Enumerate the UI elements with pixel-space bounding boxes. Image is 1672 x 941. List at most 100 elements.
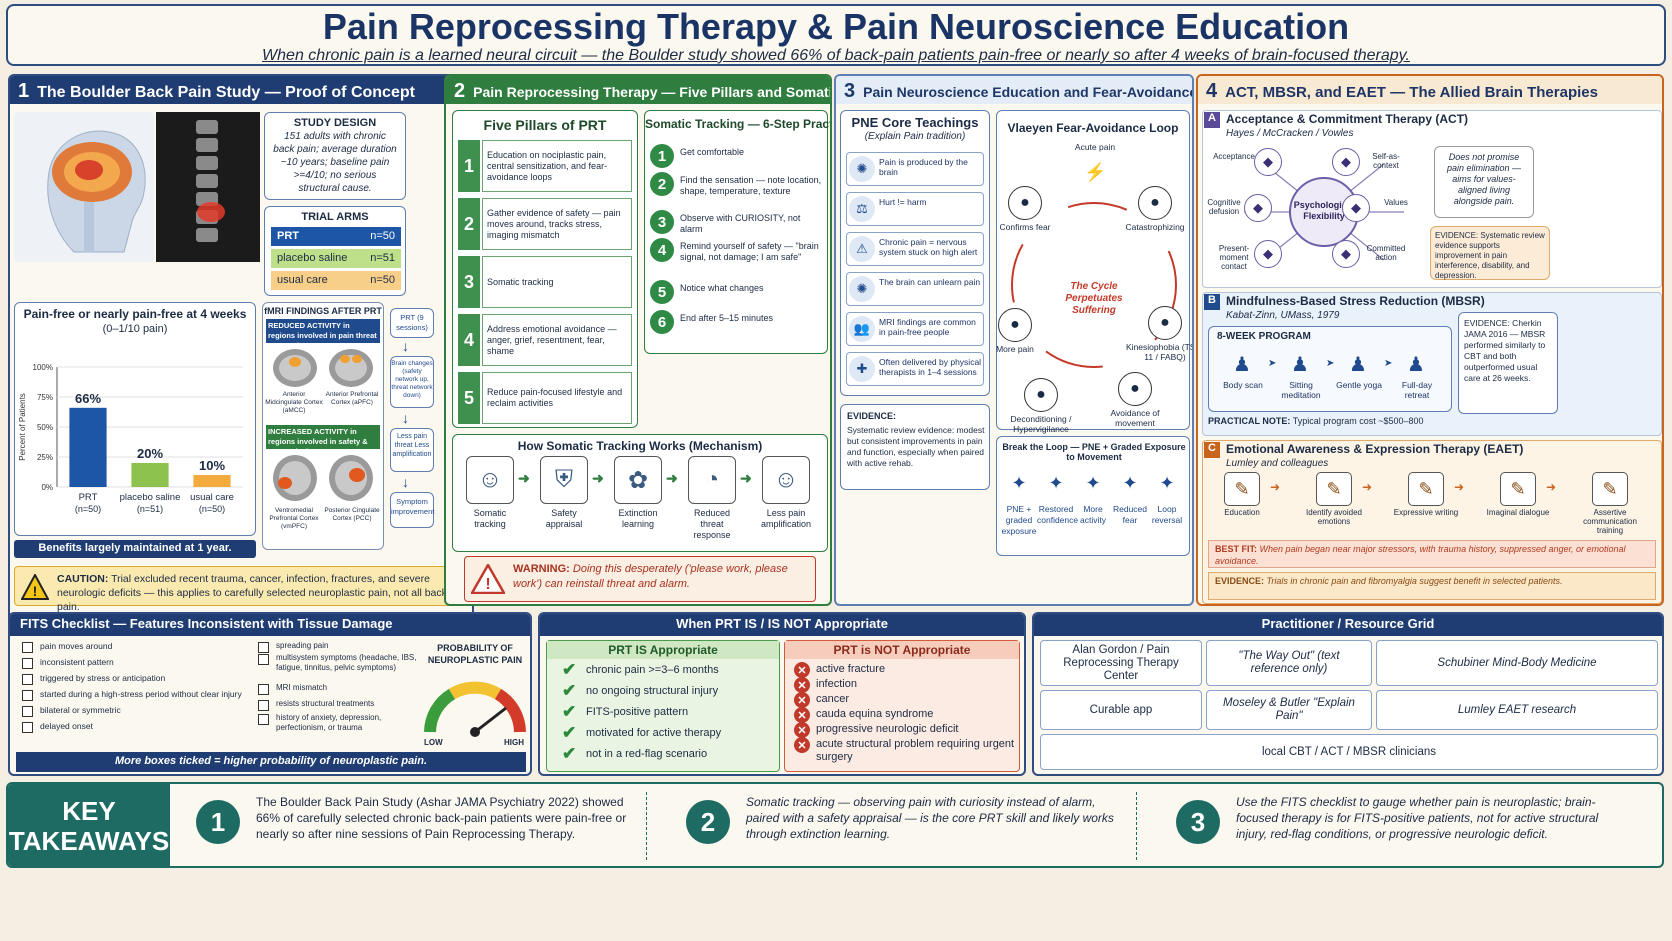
eaet-step-label: Imaginal dialogue <box>1486 508 1550 517</box>
y-tick-label: 100% <box>33 363 53 372</box>
arrow-right-icon: ➜ <box>592 470 604 486</box>
x-tick-n: (n=51) <box>137 504 163 514</box>
meditation-icon: ♟ <box>1349 353 1367 376</box>
checkbox <box>22 674 33 685</box>
core-teaching-item: ✺The brain can unlearn pain <box>846 272 984 306</box>
core-teaching-item: ⚖Hurt != harm <box>846 192 984 226</box>
fits-item-label: started during a high-stress period with… <box>40 689 242 699</box>
loop-label: Acute pain <box>1074 142 1116 152</box>
lightning-icon: ⚡ <box>1084 162 1107 182</box>
key-label: KEY TAKEAWAYS <box>8 784 170 866</box>
meditation-icon: ♟ <box>1407 353 1425 376</box>
break-label: Restored confidence <box>1037 504 1079 525</box>
break-label: Loop reversal <box>1151 504 1183 525</box>
eaet-title: Emotional Awareness & Expression Therapy… <box>1226 442 1524 456</box>
break-label: Reduced fear <box>1112 504 1148 525</box>
loop-label: Catastrophizing <box>1125 222 1185 232</box>
brain-scan-apfc <box>327 347 375 389</box>
fits-item-label: MRI mismatch <box>276 683 328 692</box>
core-teaching-text: Often delivered by physical therapists i… <box>879 357 982 377</box>
step-text: Observe with CURIOSITY, not alarm <box>680 213 801 234</box>
step-number: 2 <box>650 172 674 196</box>
break-loop-box: Break the Loop — PNE + Graded Exposure t… <box>996 436 1190 556</box>
eaet-step-label: Identify avoided emotions <box>1305 508 1363 526</box>
mechanism-title: How Somatic Tracking Works (Mechanism) <box>517 439 763 453</box>
act-node-icon: ◆ <box>1254 240 1282 268</box>
act-node-label: Self-as-context <box>1372 152 1400 170</box>
not-item-label: cauda equina syndrome <box>816 708 934 720</box>
exercise-icon: ✦ <box>1011 472 1027 493</box>
x-tick-label: usual care <box>190 492 234 503</box>
resource-cell: Lumley EAET research <box>1376 690 1658 730</box>
brain-scan-vmpfc <box>271 453 319 503</box>
study-design-title: STUDY DESIGN <box>293 117 377 129</box>
core-teaching-text: Pain is produced by the brain <box>879 157 968 177</box>
arrow-right-icon: ➜ <box>666 470 678 486</box>
divider <box>646 792 647 860</box>
steps-title: Somatic Tracking — 6-Step Practice <box>645 117 832 131</box>
act-node-icon: ◆ <box>1332 240 1360 268</box>
loop-arrows <box>1011 202 1177 368</box>
resource-cell: Alan Gordon / Pain Reprocessing Therapy … <box>1040 640 1202 686</box>
is-item-label: chronic pain >=3–6 months <box>586 664 719 676</box>
pillar-text: Somatic tracking <box>482 256 632 308</box>
mechanism-label: Reduced threat response <box>693 508 731 540</box>
x-icon: ✕ <box>794 677 810 693</box>
mbsr-practical-note: PRACTICAL NOTE: Typical program cost ~$5… <box>1208 416 1424 426</box>
check-icon: ✔ <box>562 681 577 700</box>
mbsr-step-label: Gentle yoga <box>1336 380 1382 390</box>
eaet-best-fit: BEST FIT: When pain began near major str… <box>1208 540 1656 568</box>
takeaway-text: Somatic tracking — observing pain with c… <box>746 795 1114 841</box>
loop-label: More pain <box>996 344 1034 354</box>
step-number: 5 <box>650 280 674 304</box>
alert-icon: ⚠ <box>849 236 875 262</box>
x-tick-label: PRT <box>79 492 98 503</box>
flow-symptom: Symptom improvement <box>390 492 434 528</box>
act-node-label: Values <box>1384 198 1408 207</box>
flow-arrow: ↓ <box>402 474 409 490</box>
meditation-icon: ♟ <box>1233 353 1251 376</box>
brain-scan-pcc <box>327 453 375 503</box>
therapist-icon: ✚ <box>849 356 875 382</box>
step-text: Remind yourself of safety — "brain signa… <box>680 241 819 262</box>
loop-label: Deconditioning / Hypervigilance <box>1010 414 1072 434</box>
eaet-step-icon: ✎ <box>1224 472 1260 506</box>
flow-arrow: ↓ <box>402 410 409 426</box>
bar <box>69 407 107 487</box>
arrow-right-icon: ➜ <box>1546 480 1557 494</box>
eaet-step-label: Education <box>1224 508 1260 517</box>
act-node-icon: ◆ <box>1332 148 1360 176</box>
pillar-text: Gather evidence of safety — pain moves a… <box>482 198 632 250</box>
walking-icon: ✦ <box>1085 472 1101 493</box>
loop-label: Kinesiophobia (TSK-11 / FABQ) <box>1126 342 1192 362</box>
warning-icon: ! <box>21 573 49 601</box>
thought-icon: ● <box>1138 186 1172 220</box>
check-icon: ✔ <box>562 723 577 742</box>
caution-box: ! CAUTION: Trial excluded recent trauma,… <box>14 566 470 613</box>
mechanism-label: Less pain amplification <box>760 508 812 529</box>
checkbox <box>22 642 33 653</box>
flow-less-pain: Less pain threat Less amplification <box>390 428 434 472</box>
mbsr-step-label: Body scan <box>1223 380 1263 390</box>
chair-icon: ● <box>1118 372 1152 406</box>
resource-cell: local CBT / ACT / MBSR clinicians <box>1040 734 1658 770</box>
not-item-label: acute structural problem requiring urgen… <box>816 738 1015 763</box>
arrow-right-icon: ➤ <box>1384 358 1393 369</box>
fmri-title: fMRI FINDINGS AFTER PRT <box>264 306 382 316</box>
reduced-activity-label: REDUCED ACTIVITY in regions involved in … <box>266 319 380 350</box>
pne-evidence-box: EVIDENCE: Systematic review evidence: mo… <box>840 404 990 490</box>
is-item-label: FITS-positive pattern <box>586 706 689 718</box>
checkbox <box>258 700 269 711</box>
increased-activity-label: INCREASED ACTIVITY in regions involved i… <box>266 425 380 456</box>
checkbox <box>22 658 33 669</box>
